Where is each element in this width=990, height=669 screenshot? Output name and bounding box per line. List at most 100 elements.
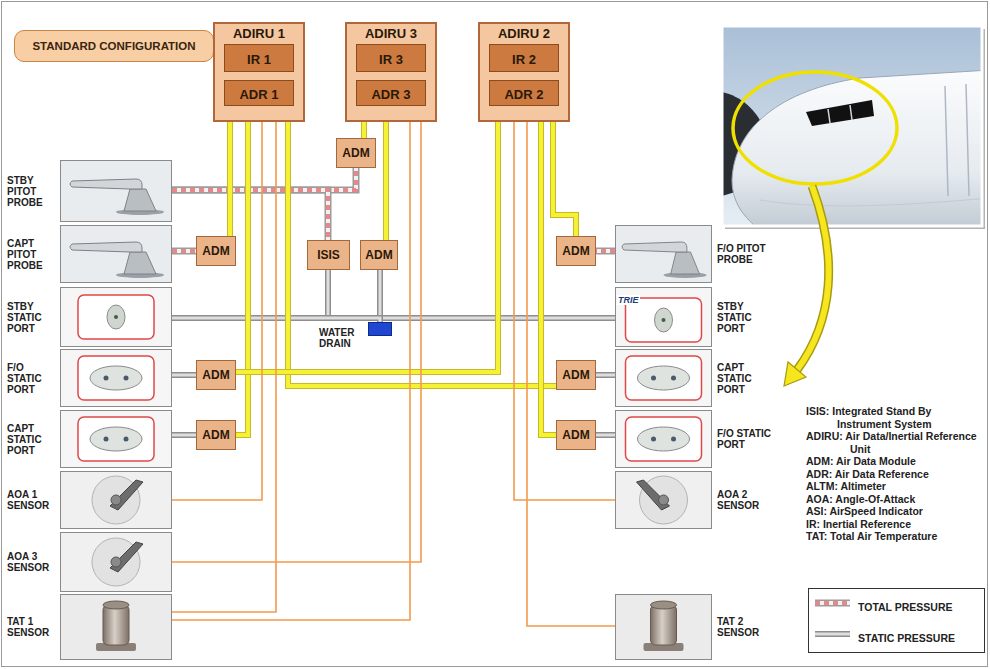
legend-label: STATIC PRESSURE bbox=[858, 632, 955, 644]
node-label: IR 2 bbox=[512, 50, 536, 67]
connector-line bbox=[172, 374, 196, 377]
sensor-label: TAT 2 SENSOR bbox=[717, 616, 779, 638]
connector bbox=[548, 106, 577, 236]
legend-row: TOTAL PRESSURE bbox=[858, 597, 953, 615]
aircraft-photo bbox=[722, 26, 990, 386]
sensor-frame: AOA 1 SENSOR bbox=[60, 471, 172, 529]
connector-line bbox=[227, 114, 233, 236]
connector bbox=[236, 106, 254, 435]
connector-line bbox=[596, 249, 615, 253]
adm-box: ADM bbox=[360, 240, 398, 270]
aoa-sensor-picture bbox=[92, 538, 143, 586]
connector-line bbox=[172, 432, 196, 438]
static-pressure-sample bbox=[815, 631, 850, 637]
sensor-frame: STBY STATIC PORT bbox=[60, 287, 172, 347]
sensor-frame: CAPT STATIC PORT bbox=[60, 410, 172, 468]
connector bbox=[523, 106, 615, 626]
config-badge: STANDARD CONFIGURATION bbox=[14, 30, 214, 62]
sensor-label: STBY PITOT PROBE bbox=[7, 175, 57, 208]
connector bbox=[172, 106, 414, 620]
node-label: ADR 1 bbox=[239, 85, 278, 102]
adm-box: ISIS bbox=[307, 240, 350, 270]
adiru-unit: ADIRU 1 IR 1 ADR 1 bbox=[213, 22, 305, 122]
connector bbox=[510, 106, 615, 500]
static-port-picture bbox=[626, 356, 702, 400]
tat-sensor-picture bbox=[96, 601, 136, 651]
sensor-frame: F/O STATIC PORT bbox=[60, 349, 172, 407]
sensor-label: AOA 3 SENSOR bbox=[7, 551, 57, 573]
node-label: ADM bbox=[202, 244, 229, 258]
connector-line bbox=[384, 114, 388, 240]
adm-box: ADM bbox=[556, 236, 596, 266]
connector-line bbox=[172, 434, 196, 437]
adm-box: ADM bbox=[196, 420, 236, 450]
connector-line bbox=[596, 374, 615, 377]
connector bbox=[172, 251, 196, 252]
node-label: ADIRU 1 bbox=[215, 24, 303, 41]
node-label: ADR 3 bbox=[371, 85, 410, 102]
adiru-unit: ADIRU 2 IR 2 ADR 2 bbox=[478, 22, 570, 122]
sensor-frame: F/O STATIC PORT bbox=[615, 410, 712, 468]
static-port-picture bbox=[78, 417, 154, 461]
connector-line bbox=[288, 114, 556, 386]
connector-line bbox=[228, 114, 232, 236]
connector-line bbox=[172, 249, 196, 253]
sensor-frame: F/O PITOT PROBE bbox=[615, 225, 712, 283]
adm-box: ADM bbox=[556, 360, 596, 390]
sensor-label: CAPT PITOT PROBE bbox=[7, 238, 57, 271]
node-label: IR 1 bbox=[247, 50, 271, 67]
photo-text-holder: TRIE bbox=[617, 289, 640, 307]
node-label: ADM bbox=[562, 244, 589, 258]
module-box: ADR 3 bbox=[356, 80, 426, 106]
abbreviation-note: IR: Inertial Reference bbox=[806, 518, 986, 531]
legend-label: TOTAL PRESSURE bbox=[858, 601, 953, 613]
connector bbox=[172, 375, 196, 376]
sensor-frame: TAT 1 SENSOR bbox=[60, 594, 172, 660]
abbreviation-note: ISIS: Integrated Stand By Instrument Sys… bbox=[806, 405, 986, 430]
module-box: ADR 1 bbox=[224, 80, 294, 106]
total-pressure-sample bbox=[815, 600, 850, 607]
photo-text: TRIE bbox=[617, 295, 640, 305]
sensor-label: TAT 1 SENSOR bbox=[7, 616, 57, 638]
sensor-frame: CAPT STATIC PORT bbox=[615, 349, 712, 407]
abbreviation-note: ADM: Air Data Module bbox=[806, 455, 986, 468]
water-drain: WATER DRAIN bbox=[368, 322, 392, 336]
connector-line bbox=[596, 249, 615, 253]
connector-line bbox=[383, 114, 389, 240]
node-label: ADM bbox=[342, 146, 369, 160]
connector-line bbox=[514, 114, 615, 500]
connector-line bbox=[172, 372, 196, 378]
legend-box bbox=[809, 589, 985, 653]
connector bbox=[172, 435, 196, 436]
connector-line bbox=[596, 372, 615, 378]
sensor-label: AOA 2 SENSOR bbox=[717, 489, 779, 511]
connector bbox=[172, 106, 266, 500]
node-label: ADR 2 bbox=[504, 85, 543, 102]
module-box: ADR 2 bbox=[489, 80, 559, 106]
sensor-label: AOA 1 SENSOR bbox=[7, 489, 57, 511]
adm-box: ADM bbox=[336, 138, 376, 168]
node-label: ADIRU 2 bbox=[480, 24, 568, 41]
connector-line bbox=[236, 114, 248, 435]
connector bbox=[381, 106, 392, 240]
connector-line bbox=[553, 114, 576, 236]
aoa-sensor-picture bbox=[637, 476, 688, 524]
connector-line bbox=[553, 114, 576, 236]
connector bbox=[172, 106, 280, 612]
abbreviation-list: ISIS: Integrated Stand By Instrument Sys… bbox=[806, 405, 986, 543]
static-port-picture bbox=[626, 417, 702, 461]
sensor-label: CAPT STATIC PORT bbox=[7, 423, 57, 456]
connector-line bbox=[288, 114, 556, 386]
node-label: ADM bbox=[562, 368, 589, 382]
adiru-unit: ADIRU 3IR 3ADR 3 bbox=[345, 22, 437, 122]
connector bbox=[596, 375, 615, 376]
abbreviation-note: ASI: AirSpeed Indicator bbox=[806, 505, 986, 518]
sensor-label: CAPT STATIC PORT bbox=[717, 362, 779, 395]
connector-line bbox=[172, 114, 276, 612]
abbreviation-note: ADIRU: Air Data/Inertial Reference Unit bbox=[806, 430, 986, 455]
connector bbox=[172, 106, 425, 562]
static-port-picture bbox=[78, 295, 154, 339]
sensor-frame: STBY PITOT PROBE bbox=[60, 160, 172, 222]
connector-line bbox=[236, 114, 248, 435]
